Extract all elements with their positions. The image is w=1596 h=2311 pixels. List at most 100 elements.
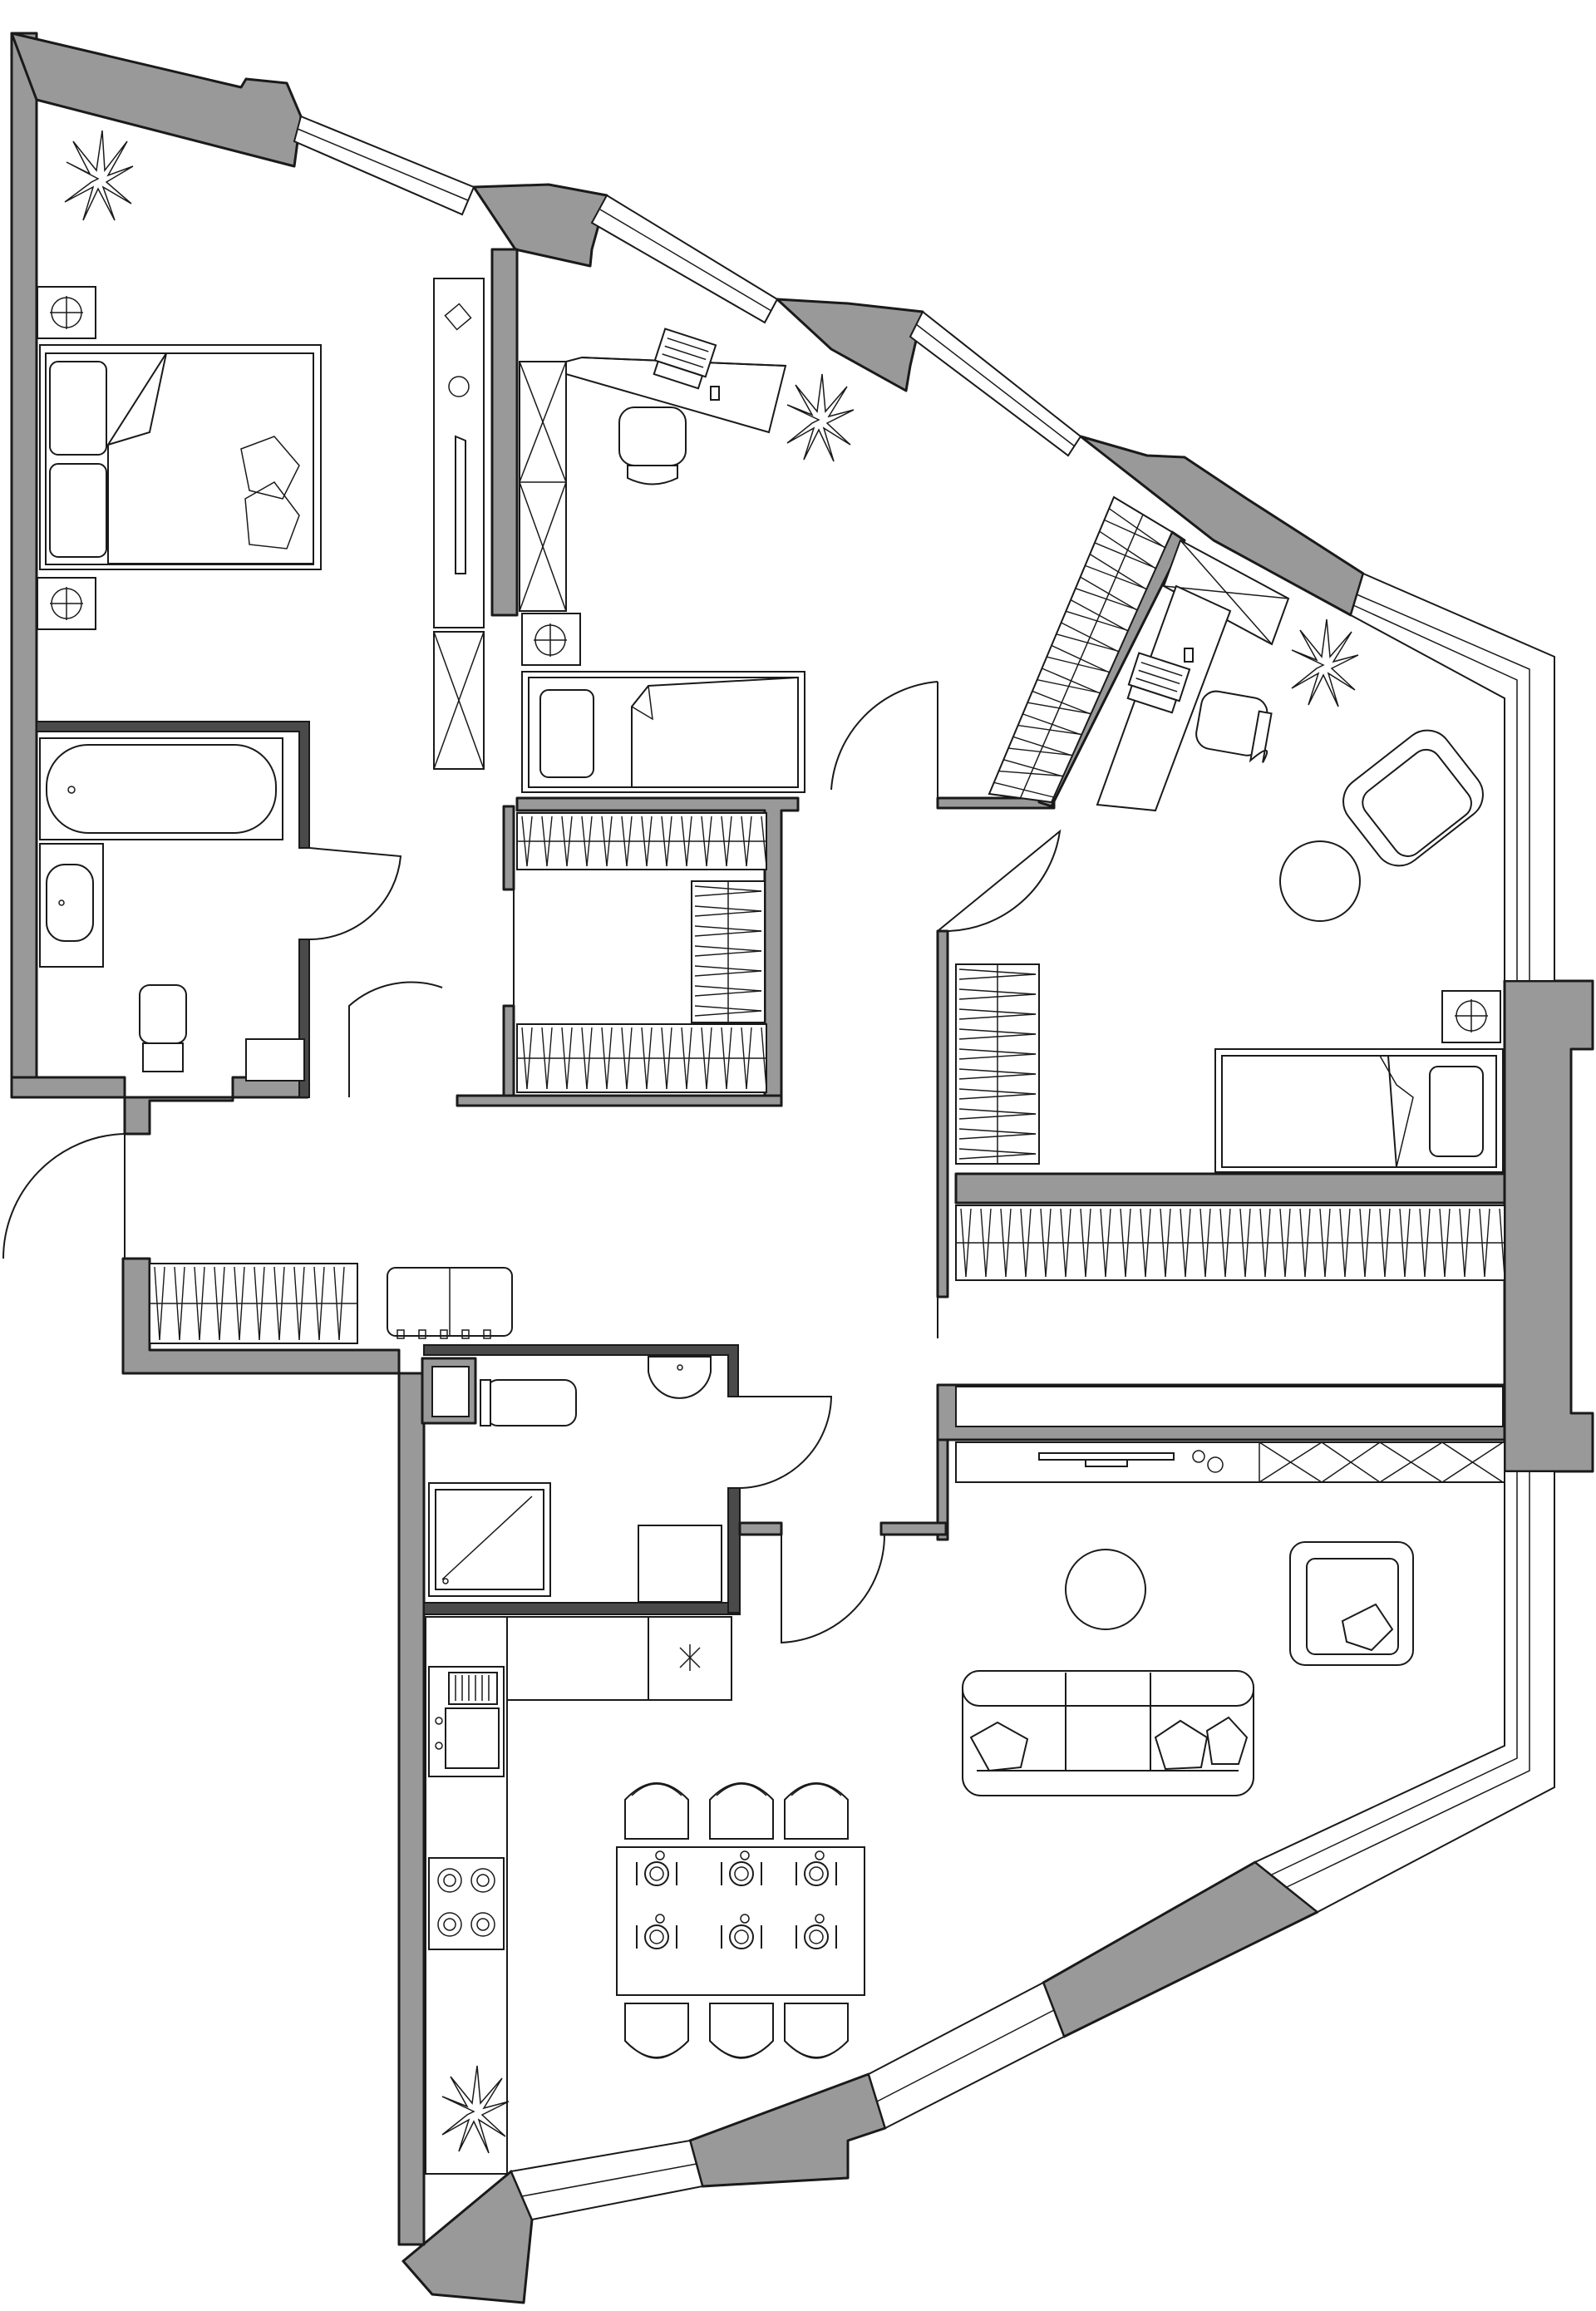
door-study[interactable]: [830, 681, 938, 798]
kitchen-sink-icon: [428, 1666, 505, 1777]
plant-icon: [1291, 618, 1359, 707]
plate-icon: [636, 1914, 677, 1949]
chair-icon: [784, 2003, 849, 2059]
nightstand-icon: [521, 613, 581, 666]
plate-icon: [636, 1850, 677, 1886]
wall-living-left: [936, 1438, 949, 1541]
toilet-icon: [480, 1379, 577, 1427]
armchair-icon: [1289, 1541, 1414, 1666]
bathtub-icon: [39, 737, 283, 840]
chair-icon: [784, 1782, 849, 1840]
wall-bedroom-bottom: [10, 1076, 309, 1136]
wall-top-pier-3: [1079, 435, 1365, 617]
window-corner-right: [1349, 572, 1555, 982]
door-guest-bath[interactable]: [737, 1396, 833, 1489]
sink-icon: [648, 1356, 712, 1399]
tv-unit-icon: [955, 1441, 1505, 1483]
coffee-table-icon: [1279, 840, 1361, 922]
corridor-wardrobe: [955, 1205, 1505, 1281]
plant-icon: [64, 130, 134, 221]
door-bedroom[interactable]: [348, 981, 443, 1097]
door-kids[interactable]: [937, 829, 1062, 932]
wardrobe-icon: [955, 963, 1040, 1165]
phone-icon: [1184, 648, 1194, 663]
plant-icon: [786, 373, 855, 462]
bathroom: [39, 737, 283, 1072]
washing-machine-icon: [648, 1616, 732, 1701]
wardrobe-icon: [988, 495, 1174, 804]
armchair-icon: [1342, 729, 1484, 867]
door-living[interactable]: [781, 1534, 886, 1644]
wall-closet-left: [502, 805, 515, 891]
bath-wall-top: [36, 721, 310, 849]
door-bathroom[interactable]: [308, 847, 402, 941]
chair-icon: [709, 2003, 774, 2059]
wall-right-pier: [1503, 979, 1594, 1473]
single-bed-icon: [521, 671, 805, 793]
study-bedroom: [519, 328, 855, 793]
single-bed-icon: [1214, 1048, 1504, 1173]
guest-bath-bottom: [423, 1602, 741, 1615]
washing-machine-icon: [638, 1525, 722, 1603]
chair-icon: [624, 2003, 689, 2059]
wall-closet-left-lower: [502, 1004, 515, 1099]
plate-icon: [796, 1850, 837, 1886]
entrance-hall: [149, 1263, 513, 1344]
bench-icon: [387, 1267, 513, 1339]
wardrobe-icon: [149, 1263, 358, 1344]
wall-left-kitchen: [397, 1372, 426, 2246]
phone-icon: [710, 386, 720, 401]
wall-stub-bath: [738, 1521, 783, 1536]
wall-living-entry: [879, 1521, 948, 1536]
wall-top-segment-1: [10, 32, 303, 168]
wardrobe-icon: [519, 361, 567, 612]
chair-icon: [618, 407, 687, 485]
toilet-icon: [139, 984, 187, 1072]
chair-icon: [624, 1782, 689, 1840]
guest-bath-right: [727, 1487, 741, 1614]
window-top-3: [909, 310, 1082, 457]
chair-icon: [709, 1782, 774, 1840]
exterior-walls: [10, 32, 1594, 2304]
master-bedroom: [37, 130, 485, 770]
dining-table-icon: [616, 1782, 865, 2059]
laptop-icon: [653, 328, 717, 390]
interior-walls: [36, 248, 1506, 1615]
laptop-icon: [1126, 652, 1191, 714]
plate-icon: [796, 1914, 837, 1949]
kids-bedroom: [955, 495, 1504, 1173]
wall-left-bedroom: [10, 32, 38, 1079]
guest-bathroom: [428, 1356, 722, 1603]
chair-icon: [1195, 690, 1273, 763]
nightstand-icon: [37, 286, 96, 630]
wall-kids-left: [936, 929, 949, 1298]
wall-bedroom-study: [490, 248, 519, 617]
corridor-shelf: [955, 1386, 1504, 1427]
guest-bath-top: [423, 1344, 739, 1397]
kitchen-living-dining: [425, 1441, 1505, 2175]
shaft-1: [245, 1038, 305, 1082]
wall-bottom-pier-1: [1042, 1860, 1319, 2038]
wall-top-pier-2: [776, 298, 924, 392]
walk-in-closet: [516, 812, 767, 1093]
wall-kids-bottom: [954, 1172, 1506, 1205]
bed-icon: [39, 344, 322, 570]
wall-bottom-pier-2: [688, 2072, 887, 2188]
nightstand-icon: [1441, 990, 1501, 1043]
windows: [293, 115, 1555, 2221]
window-right-lower: [1254, 1471, 1555, 1914]
stove-icon: [428, 1857, 505, 1950]
plant-icon: [441, 2065, 510, 2154]
wall-closet-bottom: [456, 1094, 783, 1107]
plate-icon: [721, 1914, 762, 1949]
shower-icon: [428, 1482, 551, 1597]
wall-entrance-bottom: [121, 1257, 401, 1375]
doors: [2, 681, 1062, 1644]
tv-unit-icon: [433, 278, 485, 770]
plate-icon: [721, 1850, 762, 1886]
sofa-icon: [962, 1670, 1254, 1796]
sink-icon: [39, 843, 104, 968]
door-entrance[interactable]: [2, 1133, 126, 1259]
